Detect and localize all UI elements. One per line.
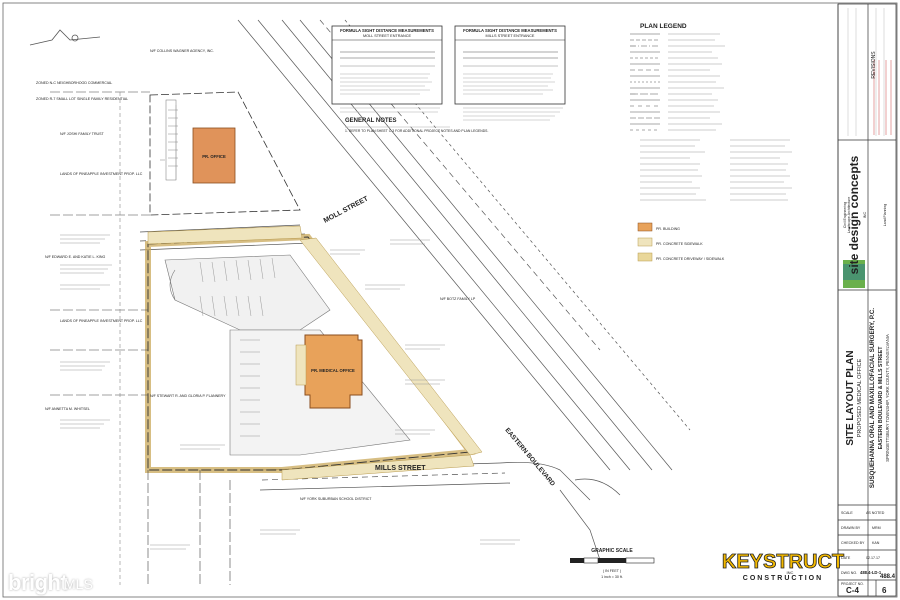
neighbor-school-district: N/F YORK SUBURBAN SCHOOL DISTRICT xyxy=(300,497,372,501)
zone-nc: ZONED N-C NEIGHBORHOOD COMMERCIAL xyxy=(36,81,112,85)
eastern-boulevard-label: EASTERN BOULEVARD xyxy=(503,427,556,488)
neighbor-collins: N/F COLLINS WAGNER AGENCY, INC. xyxy=(150,49,214,53)
keystruct-logo: KEYSTRUCT CONSTRUCTION INC xyxy=(721,551,844,582)
neighbor-king: N/F EDWARD E. AND KATIE L. KING xyxy=(45,255,106,259)
company-line-3: Land Planning xyxy=(883,204,887,226)
sdc-logo xyxy=(843,260,865,288)
watermark-brand: bright xyxy=(8,570,68,595)
company-name: site design concepts xyxy=(847,155,861,274)
dwg-label: DWG NO. xyxy=(841,571,857,575)
neighbor-flannery: N/F STEWART R. AND GLORIA P. FLANNERY xyxy=(150,394,226,398)
upper-parking-stalls xyxy=(168,109,178,167)
project-name: SUSQUEHANNA ORAL AND MAXILLOFACIAL SURGE… xyxy=(869,308,876,488)
sight-distance-notes xyxy=(340,107,563,121)
plan-annotations xyxy=(60,159,520,550)
moll-street-label: MOLL STREET xyxy=(323,195,370,225)
drawn-label: DRAWN BY xyxy=(841,526,861,530)
revisions-label: REVISIONS xyxy=(871,51,877,79)
keystruct-name: KEYSTRUCT xyxy=(722,551,844,573)
neighbor-botz: N/F BOTZ FAMILY LP xyxy=(440,297,476,301)
keystruct-inc: INC xyxy=(787,570,794,575)
graphic-scale-units: ( IN FEET ) xyxy=(603,569,621,573)
office-label: PR. OFFICE xyxy=(202,154,226,159)
office-building xyxy=(192,127,236,184)
neighbor-joshi: N/F JOSHI FAMILY TRUST xyxy=(60,132,105,136)
company-line-1: Civil Engineering xyxy=(843,202,847,228)
checked-label: CHECKED BY xyxy=(841,541,865,545)
project-no-label: PROJECT NO. xyxy=(841,582,864,586)
neighbor-parcel-lines xyxy=(50,91,231,585)
title-block-frame xyxy=(837,3,897,597)
company-sub: INC xyxy=(863,211,867,218)
sheet-subtitle: PROPOSED MEDICAL OFFICE xyxy=(857,358,863,437)
scale-label: SCALE xyxy=(841,511,853,515)
revision-entries xyxy=(873,60,892,135)
graphic-scale-bar xyxy=(570,557,655,564)
sight-distance-box-moll xyxy=(331,25,443,105)
medical-office-building xyxy=(295,334,363,409)
dwg-value: 488.4-LD-1 xyxy=(860,570,882,575)
project-location: EASTERN BOULEVARD & MILLS STREET xyxy=(878,346,884,450)
medical-office-label: PR. MEDICAL OFFICE xyxy=(311,368,355,373)
neighbor-pineapple-2: LANDS OF PINEAPPLE INVESTMENT PROP. LLC xyxy=(60,319,143,323)
upper-lot xyxy=(149,91,301,216)
general-notes-item: 1. REFER TO PLAN SHEET C-3 FOR ADDITIONA… xyxy=(345,129,488,133)
sidewalk-mills xyxy=(281,454,475,481)
sight-box-2-title: FORMULA SIGHT DISTANCE MEASUREMENTS xyxy=(463,28,557,33)
drawn-value: MRM xyxy=(872,526,881,530)
bright-mls-watermark: bright MLS xyxy=(4,566,100,600)
company-line-2: Landscape Architecture xyxy=(847,197,851,234)
legend-sidewalk-label: PR. CONCRETE SIDEWALK xyxy=(656,242,703,246)
mills-street-label: MILLS STREET xyxy=(375,465,426,472)
sight-box-1-title: FORMULA SIGHT DISTANCE MEASUREMENTS xyxy=(340,28,434,33)
watermark-suffix: MLS xyxy=(64,576,93,592)
zone-r7: ZONED R-7 SMALL LOT SINGLE FAMILY RESIDE… xyxy=(36,97,128,101)
scale-value: AS NOTED xyxy=(866,511,885,515)
sheet-count: 6 xyxy=(882,586,887,595)
sight-box-1-subtitle: MOLL STREET ENTRANCE xyxy=(363,34,412,38)
graphic-scale-label: GRAPHIC SCALE xyxy=(591,548,633,554)
graphic-scale-ratio: 1 inch = 30 ft. xyxy=(601,575,623,579)
project-township: SPRINGETTSBURY TOWNSHIP, YORK COUNTY, PE… xyxy=(885,334,890,462)
checked-value: KAN xyxy=(872,541,880,545)
sheet-number: C-4 xyxy=(846,586,859,595)
title-block-text: REVISIONS site design concepts INC Civil… xyxy=(841,51,896,595)
north-arrow xyxy=(29,29,101,46)
plan-legend-lines xyxy=(630,33,660,131)
date-value: 02.17.17 xyxy=(866,556,880,560)
general-notes-heading: GENERAL NOTES xyxy=(345,118,397,124)
plan-legend-text xyxy=(640,33,792,201)
sight-box-2-subtitle: MILLS STREET ENTRANCE xyxy=(486,34,535,38)
sidewalk-moll xyxy=(147,225,303,245)
legend-area-swatches xyxy=(637,222,653,262)
neighbor-whitsel: N/F ANNETTA M. WHITSEL xyxy=(45,407,90,411)
sidewalk-eastern xyxy=(299,237,483,456)
keystruct-tag: CONSTRUCTION xyxy=(743,575,823,582)
parking-stall-lines xyxy=(199,257,276,437)
legend-building-label: PR. BUILDING xyxy=(656,227,680,231)
neighbor-pineapple-1: LANDS OF PINEAPPLE INVESTMENT PROP. LLC xyxy=(60,172,143,176)
plan-legend-heading: PLAN LEGEND xyxy=(640,23,687,30)
legend-driveway-label: PR. CONCRETE DRIVEWAY / SIDEWALK xyxy=(656,257,725,261)
sheet-title: SITE LAYOUT PLAN xyxy=(845,350,856,445)
revision-table xyxy=(847,8,885,136)
job-value: 488.4 xyxy=(880,574,896,580)
date-label: DATE xyxy=(841,556,851,560)
sight-distance-box-mills xyxy=(454,25,566,105)
